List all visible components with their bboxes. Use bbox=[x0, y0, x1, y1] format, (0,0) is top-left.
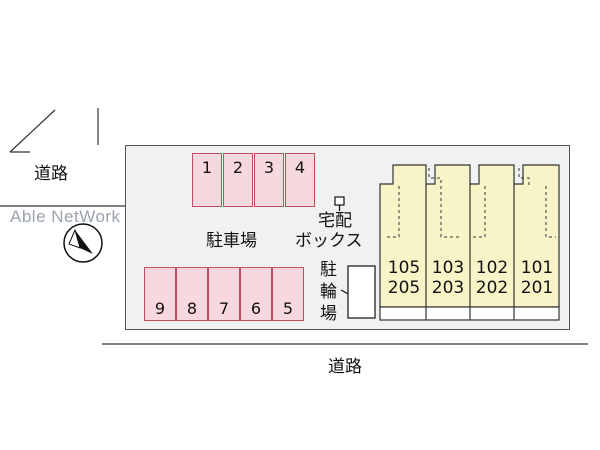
parking-stall: 1 bbox=[192, 153, 222, 207]
parking-stall: 8 bbox=[176, 267, 208, 321]
unit-number-lower: 203 bbox=[431, 278, 465, 298]
unit-number-upper: 101 bbox=[520, 258, 554, 278]
bicycle-parking-char: 場 bbox=[320, 304, 337, 324]
road-label-left: 道路 bbox=[34, 164, 68, 184]
unit-number-upper: 103 bbox=[431, 258, 465, 278]
unit-number-lower: 201 bbox=[520, 278, 554, 298]
watermark: Able NetWork bbox=[10, 207, 121, 226]
road-diagonal-line bbox=[9, 109, 56, 153]
delivery-box-label-2: ボックス bbox=[295, 231, 363, 251]
bicycle-shed bbox=[340, 265, 376, 319]
parking-stall: 7 bbox=[208, 267, 240, 321]
parking-stall: 2 bbox=[223, 153, 253, 207]
parking-stall: 9 bbox=[144, 267, 176, 321]
bicycle-parking-char: 駐 bbox=[320, 260, 337, 280]
delivery-box-label-1: 宅配 bbox=[318, 211, 352, 231]
north-arrow-icon bbox=[63, 223, 103, 263]
unit-number-lower: 205 bbox=[387, 278, 421, 298]
unit-number-upper: 102 bbox=[475, 258, 509, 278]
unit-number-lower: 202 bbox=[475, 278, 509, 298]
parking-stall: 5 bbox=[272, 267, 304, 321]
unit-number-upper: 105 bbox=[387, 258, 421, 278]
parking-label: 駐車場 bbox=[206, 231, 257, 251]
parking-stall: 6 bbox=[240, 267, 272, 321]
parking-stall: 4 bbox=[285, 153, 315, 207]
apartment-building bbox=[379, 164, 560, 321]
delivery-box-icon bbox=[334, 196, 345, 211]
bicycle-parking-char: 輪 bbox=[320, 282, 337, 302]
parking-stall: 3 bbox=[254, 153, 284, 207]
road-label-bottom: 道路 bbox=[328, 357, 362, 377]
